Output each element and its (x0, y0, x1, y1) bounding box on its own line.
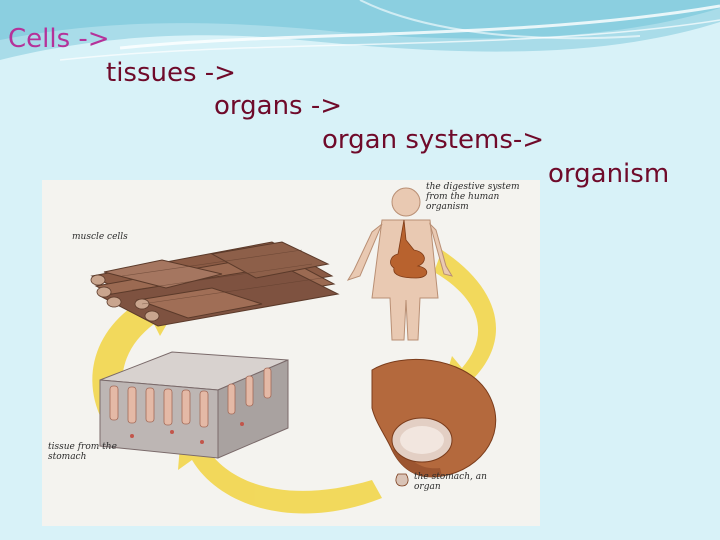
stomach-organ-illustration (371, 359, 497, 487)
arrow-stomach-to-tissue (178, 420, 382, 514)
stomach-tissue-illustration (99, 351, 289, 459)
human-body-illustration (346, 187, 454, 341)
hierarchy-organ-systems: organ systems-> (322, 125, 545, 155)
hierarchy-cells: Cells -> (8, 24, 110, 54)
hierarchy-tissues: tissues -> (106, 58, 236, 88)
hierarchy-organs: organs -> (214, 91, 343, 121)
organization-figure: muscle cells tissue from the stomach the… (42, 180, 540, 526)
label-stomach-organ: the stomach, an organ (414, 472, 487, 492)
label-tissue-from-stomach: tissue from the stomach (48, 442, 117, 462)
label-digestive-system: the digestive system from the human orga… (426, 182, 520, 212)
arrow-body-to-stomach (434, 250, 496, 402)
hierarchy-organism: organism (548, 159, 670, 189)
figure-illustration (90, 187, 497, 514)
label-muscle-cells: muscle cells (72, 232, 128, 242)
muscle-cells-illustration (90, 241, 340, 327)
